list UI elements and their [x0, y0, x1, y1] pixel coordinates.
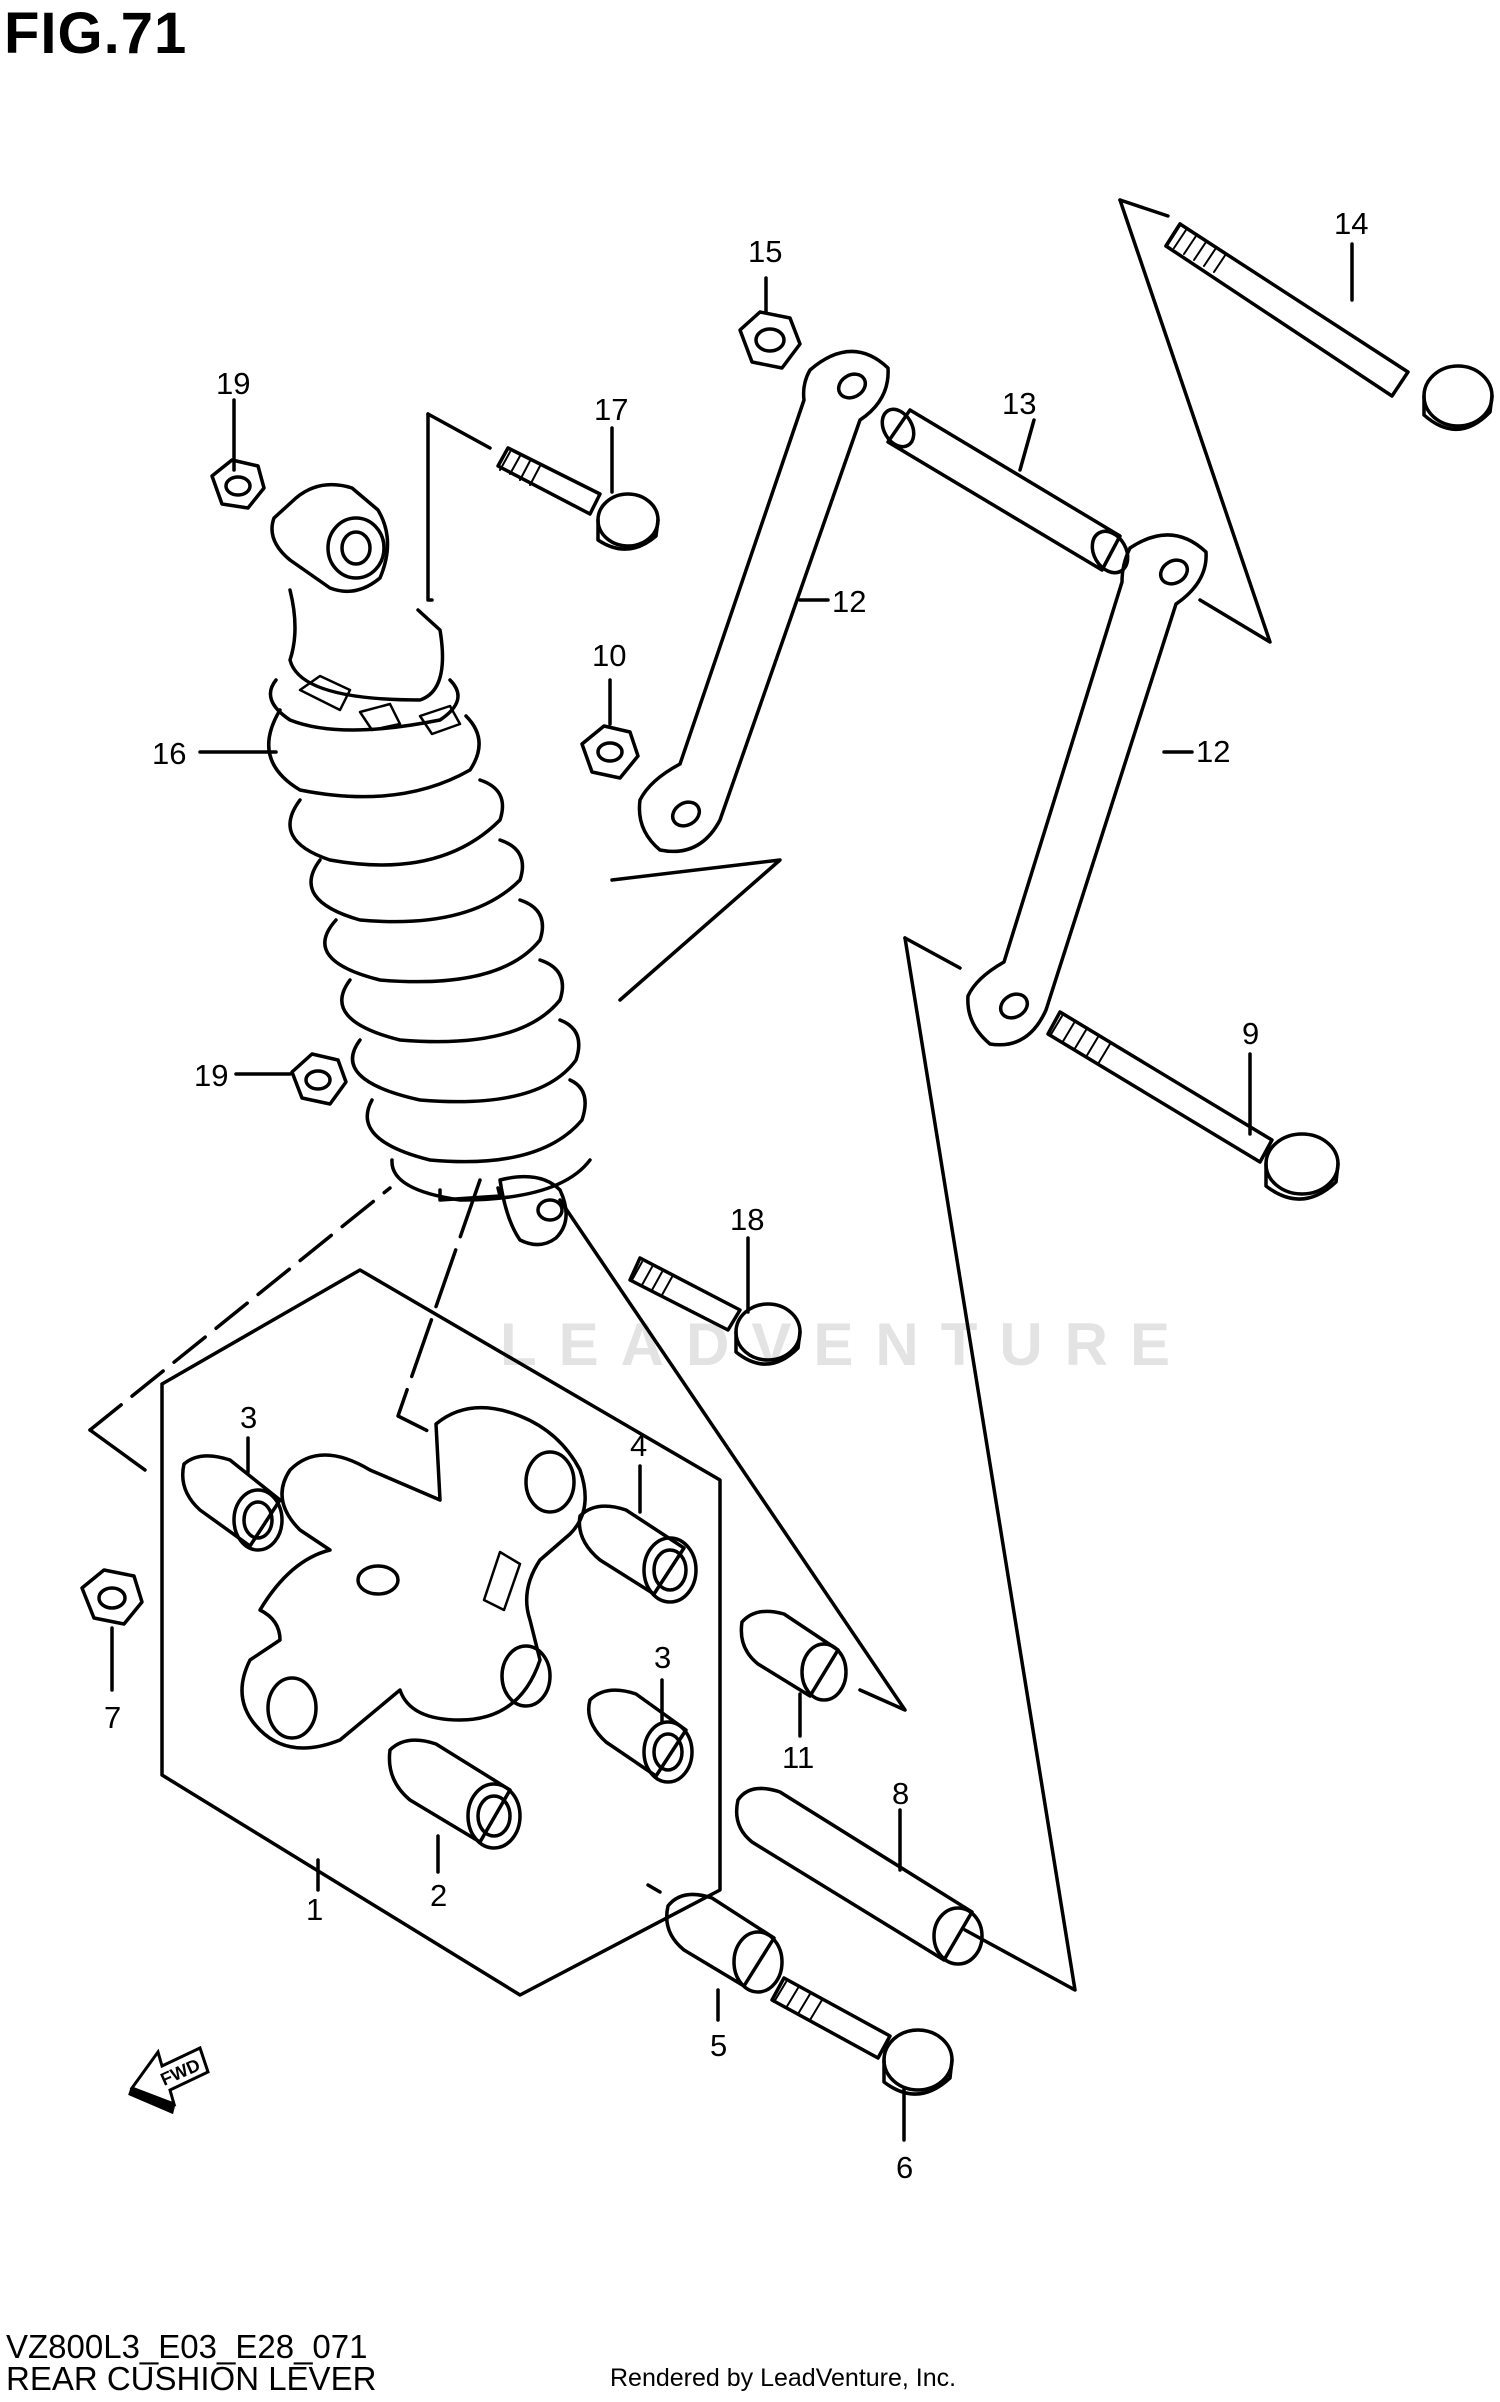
callout-labels: 14 15 13 19 17 12 12 10 16 9 19 18 3 4 3…	[104, 206, 1368, 2185]
nut-19-lower	[290, 1052, 348, 1106]
bearing-3-upper	[181, 1454, 284, 1552]
callout-19-lower: 19	[194, 1058, 228, 1093]
callout-13: 13	[1002, 386, 1036, 421]
nut-19-upper	[210, 458, 266, 510]
cushion-lever-1	[240, 1405, 587, 1750]
callout-7: 7	[104, 1700, 121, 1735]
nut-10	[580, 724, 640, 780]
callout-12-left: 12	[832, 584, 866, 619]
callout-9: 9	[1242, 1016, 1259, 1051]
shock-absorber-16	[267, 482, 592, 1247]
fwd-arrow-icon: FWD	[128, 2045, 210, 2115]
callout-12-right: 12	[1196, 734, 1230, 769]
bearing-4	[577, 1504, 698, 1604]
callout-3-upper: 3	[240, 1400, 257, 1435]
rod-12-left	[637, 349, 890, 854]
bolt-17	[496, 446, 660, 551]
bearing-3-lower	[587, 1688, 694, 1784]
guide-line-center	[396, 1178, 482, 1434]
diagram-code: VZ800L3_E03_E28_071	[6, 2328, 368, 2365]
callout-1: 1	[306, 1892, 323, 1927]
callout-8: 8	[892, 1776, 909, 1811]
collar-11	[739, 1609, 848, 1702]
callout-3-lower: 3	[654, 1640, 671, 1675]
collar-5	[665, 1892, 784, 1994]
render-credit: Rendered by LeadVenture, Inc.	[610, 2364, 957, 2392]
guide-line-rod	[610, 858, 782, 1002]
callout-5: 5	[710, 2028, 727, 2063]
collar-13	[880, 407, 1130, 575]
bolt-9	[1046, 1010, 1340, 1201]
bolt-18	[628, 1256, 802, 1366]
bearing-2	[387, 1738, 522, 1850]
nut-7	[80, 1568, 144, 1626]
sleeve-8	[734, 1786, 984, 1966]
callout-4: 4	[630, 1428, 647, 1463]
bolt-6	[770, 1976, 954, 2096]
nut-15	[738, 310, 802, 370]
callout-10: 10	[592, 638, 626, 673]
callout-19-upper: 19	[216, 366, 250, 401]
callout-11: 11	[782, 1740, 814, 1775]
callout-18: 18	[730, 1202, 764, 1237]
callout-17: 17	[594, 392, 628, 427]
callout-2: 2	[430, 1878, 447, 1913]
guide-line-right-frame	[1118, 198, 1272, 644]
rod-12-right	[966, 533, 1208, 1047]
lever-assembly-outline	[160, 1268, 722, 1997]
callout-14: 14	[1334, 206, 1368, 241]
bolt-14	[1164, 222, 1494, 431]
watermark-text: LEADVENTURE	[500, 1311, 1193, 1378]
guide-line-shock-bottom	[558, 1198, 907, 1712]
guide-line-upper-bolt	[426, 412, 434, 602]
figure-title: FIG.71	[4, 1, 188, 66]
callout-6: 6	[896, 2150, 913, 2185]
guide-line-lower-right	[903, 936, 1077, 1992]
callout-16: 16	[152, 736, 186, 771]
guide-line-left	[88, 1186, 392, 1432]
callout-15: 15	[748, 234, 782, 269]
diagram-name: REAR CUSHION LEVER	[6, 2360, 377, 2397]
